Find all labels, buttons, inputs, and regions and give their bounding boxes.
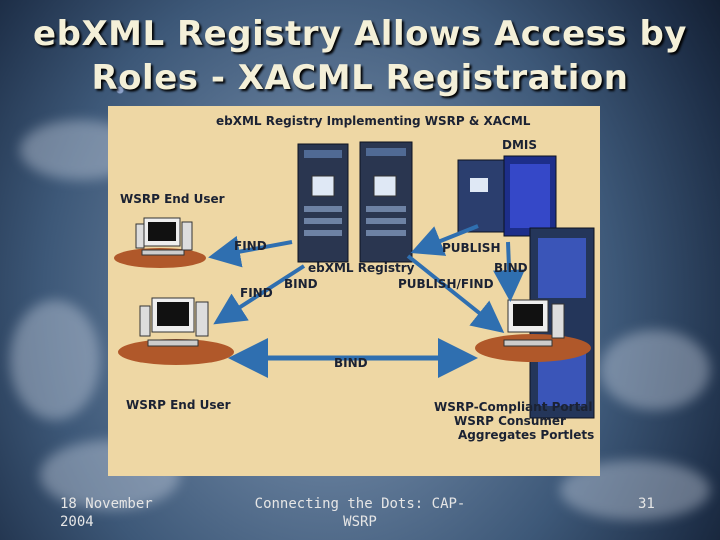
end-user-bottom-workstation-icon [118,297,234,365]
title-line-2: Roles - XACML Registration [91,58,629,98]
publish-label: PUBLISH [442,241,501,255]
publish-find-label: PUBLISH/FIND [398,277,494,291]
footer-title: Connecting the Dots: CAP- WSRP [250,495,470,531]
dmis-server-icon [457,155,557,237]
slide-title: ebXML Registry Allows Access by Roles - … [0,12,720,100]
portal-label-line-2: WSRP Consumer [454,414,566,428]
end-user-top-workstation-icon [114,217,206,268]
footer-date-line-1: 18 November [60,496,153,512]
registry-label: ebXML Registry [308,261,415,275]
bind-right-label: BIND [494,261,528,275]
find-top-label: FIND [234,239,267,253]
registry-server-right-icon [359,141,413,263]
footer-date: 18 November 2004 [60,495,153,531]
portal-workstation-icon [475,299,591,362]
title-line-1: ebXML Registry Allows Access by [33,14,687,54]
diagram-header: ebXML Registry Implementing WSRP & XACML [216,114,531,128]
dmis-label: DMIS [502,138,538,152]
footer-title-line-2: WSRP [343,514,377,530]
footer-title-line-1: Connecting the Dots: CAP- [254,496,466,512]
find-bind-arrow [213,264,306,325]
end-user-bottom-label: WSRP End User [126,398,231,412]
registry-server-left-icon [297,143,349,263]
bind-center-label: BIND [334,356,368,370]
diagram-panel: ebXML Registry Implementing WSRP & XACML… [108,106,600,476]
publish-arrow [410,224,479,256]
footer-page-number: 31 [638,496,655,512]
portal-label-line-1: WSRP-Compliant Portal [434,400,593,414]
publish-find-arrow [406,254,505,333]
footer-date-line-2: 2004 [60,514,94,530]
bind-left-label: BIND [284,277,318,291]
portal-label-line-3: Aggregates Portlets [458,428,595,442]
bind-down-arrow [493,241,526,302]
end-user-top-label: WSRP End User [120,192,225,206]
find-mid-label: FIND [240,286,273,300]
diagram-graphics [114,141,595,419]
find-top-arrow [208,235,293,268]
